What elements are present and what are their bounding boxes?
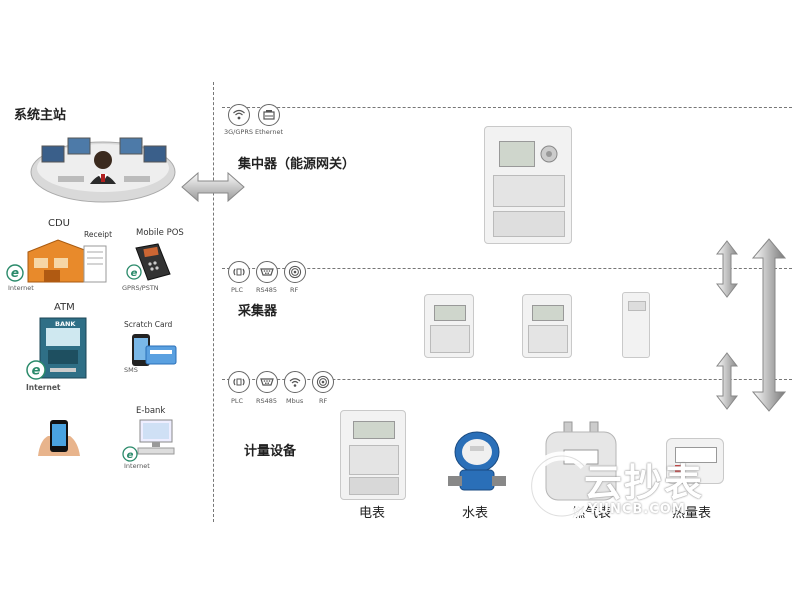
wireless-signal-icon (228, 104, 250, 126)
divider-metering (222, 379, 792, 380)
internet-label-2: Internet (26, 383, 61, 392)
vertical-arrow-lower-icon (715, 352, 739, 410)
plc-label-1: PLC (231, 286, 244, 294)
vertical-arrow-upper-icon (715, 240, 739, 298)
rs485-label-1: RS485 (256, 286, 278, 294)
atm-bank-sign: BANK (55, 320, 76, 328)
electric-meter-label: 电表 (359, 506, 386, 521)
concentrator-device (484, 126, 572, 244)
atm-e-icon: e (26, 360, 46, 380)
svg-text:e: e (127, 450, 134, 461)
svg-text:e: e (32, 364, 41, 379)
rf-label-2: RF (319, 397, 328, 405)
ebank-computer-icon (132, 418, 176, 458)
water-meter-device (446, 428, 508, 498)
scratch-card-label: Scratch Card (124, 320, 173, 329)
watermark-url: YUNCB.COM (588, 502, 686, 517)
water-meter-label: 水表 (462, 506, 489, 521)
rs485-icon-1 (256, 261, 278, 283)
smartphone-in-hand-icon (34, 416, 84, 462)
pos-e-icon: e (126, 264, 142, 280)
atm-machine-icon (38, 316, 88, 380)
mbus-icon (284, 371, 306, 393)
gprs-pstn-label: GPRS/PSTN (122, 284, 159, 292)
plc-icon-2 (228, 371, 250, 393)
mbus-label: Mbus (286, 397, 304, 405)
divider-concentrator (222, 107, 792, 108)
cdu-label: CDU (48, 218, 71, 229)
rs485-label-2: RS485 (256, 397, 278, 405)
vertical-arrow-long-icon (751, 238, 787, 412)
rf-icon-2 (312, 371, 334, 393)
sms-label: SMS (124, 366, 138, 374)
electric-meter-device (340, 410, 406, 500)
master-station-title: 系统主站 (14, 108, 67, 123)
collector-device-2 (522, 294, 572, 358)
internet-label-1: Internet (8, 284, 34, 292)
mobile-pos-terminal-icon (130, 240, 176, 284)
master-station-illustration (28, 128, 178, 208)
heat-meter-device (666, 438, 724, 484)
metering-title: 计量设备 (244, 444, 297, 459)
rf-icon-1 (284, 261, 306, 283)
svg-text:e: e (11, 266, 19, 280)
vertical-divider (213, 82, 214, 522)
collector-title: 采集器 (238, 304, 278, 319)
rs485-icon-2 (256, 371, 278, 393)
ebank-e-icon: e (122, 446, 138, 462)
rf-label-1: RF (290, 286, 299, 294)
mobile-pos-label: Mobile POS (136, 228, 184, 238)
plc-icon-1 (228, 261, 250, 283)
receipt-label: Receipt (84, 230, 113, 239)
collector-device-3 (622, 292, 650, 358)
watermark-logo-icon (514, 448, 596, 524)
ethernet-port-icon (258, 104, 280, 126)
collector-device-1 (424, 294, 474, 358)
internet-e-icon: e (6, 264, 24, 282)
cdu-building-icon (14, 232, 110, 290)
concentrator-title: 集中器（能源网关） (238, 157, 356, 172)
bidirectional-arrow-icon (180, 170, 246, 204)
plc-label-2: PLC (231, 397, 244, 405)
scratch-card-icon (128, 332, 178, 370)
internet-label-3: Internet (124, 462, 150, 470)
ebank-label: E-bank (136, 406, 166, 416)
atm-label: ATM (54, 302, 75, 313)
watermark-text: 云抄表 (584, 461, 705, 505)
divider-collector (222, 268, 792, 269)
protocol-top-label: 3G/GPRS Ethernet (224, 128, 284, 136)
svg-text:e: e (131, 268, 138, 279)
heat-meter-label: 热量表 (672, 506, 712, 521)
